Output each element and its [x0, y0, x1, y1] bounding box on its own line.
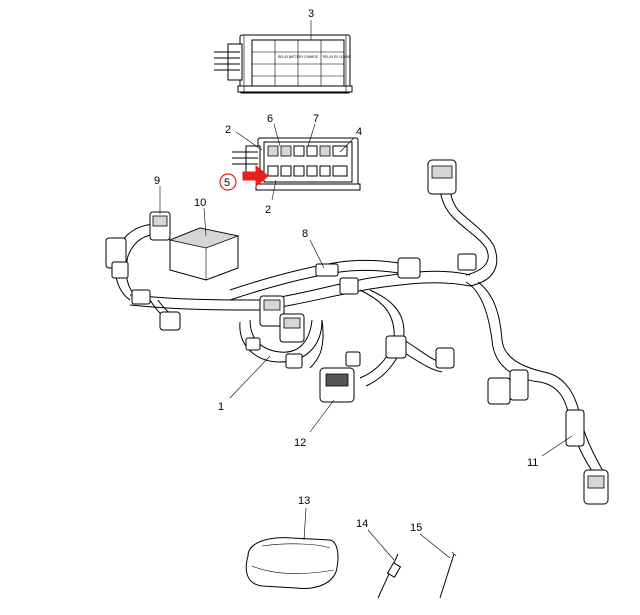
connector-center-cluster	[245, 295, 305, 369]
callout-15: 15	[410, 522, 422, 534]
callout-14: 14	[356, 518, 368, 530]
leader-2b	[271, 179, 277, 201]
callout-12: 12	[294, 437, 306, 449]
callout-5: 5	[224, 177, 230, 189]
leader-8	[309, 239, 325, 269]
callout-2b: 2	[265, 204, 271, 216]
leader-11	[541, 435, 573, 457]
fuse-box-label-2: RELAY EV LEARN	[323, 55, 351, 59]
leader-14	[367, 529, 395, 561]
tie-strap-15	[439, 551, 457, 599]
leader-13	[303, 507, 307, 541]
leader-7	[307, 123, 316, 147]
connector-left-lower	[131, 289, 181, 331]
connector-right-mid	[385, 253, 477, 369]
connector-top-right	[427, 159, 457, 195]
callout-6: 6	[267, 113, 273, 125]
callout-9: 9	[154, 175, 160, 187]
callout-8: 8	[302, 228, 308, 240]
callout-3: 3	[308, 8, 314, 20]
fuse-relay-box-top: RELAY BATTERY CHARGE RELAY EV LEARN	[214, 34, 353, 94]
tie-strap-14	[377, 553, 402, 599]
callout-7: 7	[313, 113, 319, 125]
fuse-relay-box-middle	[232, 137, 361, 191]
leader-12	[309, 399, 335, 433]
callout-2a: 2	[225, 124, 231, 136]
callout-4: 4	[356, 126, 362, 138]
pointer-arrow	[242, 164, 269, 188]
connector-9	[149, 211, 171, 241]
connector-11	[565, 409, 609, 505]
connector-right-loop	[487, 369, 529, 405]
callout-13: 13	[298, 495, 310, 507]
leader-10	[203, 207, 207, 237]
fuse-box-label-1: RELAY BATTERY CHARGE	[278, 55, 318, 59]
highlight-circle	[219, 173, 237, 191]
connector-12	[319, 351, 361, 403]
leader-6	[273, 123, 281, 147]
leader-2a	[235, 131, 263, 151]
leader-1	[229, 355, 271, 399]
sleeve-13	[245, 537, 339, 589]
callout-11: 11	[527, 457, 538, 469]
main-harness	[114, 185, 607, 481]
connector-left	[105, 237, 129, 279]
callout-10: 10	[194, 197, 206, 209]
relay-box-10	[168, 227, 240, 281]
leader-15	[419, 533, 451, 559]
leader-4	[339, 137, 355, 153]
connector-8	[315, 257, 421, 295]
callout-1: 1	[218, 401, 224, 413]
